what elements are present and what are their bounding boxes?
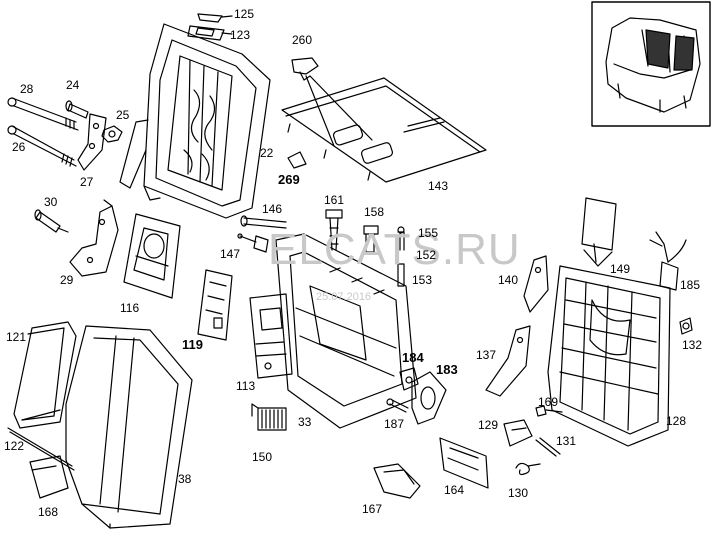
cover-plate-part — [281, 77, 487, 183]
part-label-140: 140 — [498, 273, 519, 287]
part-label-128: 128 — [666, 414, 687, 428]
part-label-164: 164 — [444, 483, 465, 497]
part-137 — [485, 325, 531, 397]
clip-parts — [187, 13, 233, 41]
part-label-33: 33 — [298, 415, 312, 429]
bracket-parts — [77, 113, 123, 171]
part-label-147: 147 — [220, 247, 241, 261]
part-label-132: 132 — [682, 338, 703, 352]
long-bolts — [7, 97, 79, 167]
part-131 — [535, 437, 561, 457]
part-168 — [29, 455, 69, 499]
part-38 — [65, 325, 193, 529]
part-30 — [34, 209, 69, 233]
part-label-183: 183 — [436, 362, 458, 377]
part-label-30: 30 — [44, 195, 58, 209]
part-label-152: 152 — [416, 248, 437, 262]
seat-base-frame-part — [275, 233, 417, 429]
part-150 — [251, 403, 287, 431]
part-161 — [325, 209, 343, 251]
part-label-22: 22 — [260, 146, 274, 160]
part-24 — [65, 100, 89, 119]
part-269 — [287, 151, 307, 169]
part-label-125: 125 — [234, 7, 255, 21]
part-label-119: 119 — [182, 337, 203, 352]
part-label-158: 158 — [364, 205, 385, 219]
part-label-167: 167 — [362, 502, 383, 516]
part-label-143: 143 — [428, 179, 449, 193]
part-132 — [679, 317, 693, 335]
part-label-161: 161 — [324, 193, 345, 207]
part-label-38: 38 — [178, 472, 192, 486]
part-121 — [13, 321, 77, 429]
part-label-130: 130 — [508, 486, 529, 500]
part-158 — [363, 225, 379, 253]
part-label-155: 155 — [418, 226, 439, 240]
part-29 — [69, 199, 119, 277]
part-label-116: 116 — [120, 301, 140, 315]
watermark-date: 25.07.2016 — [316, 291, 372, 303]
overview-inset — [591, 1, 711, 127]
part-label-187: 187 — [384, 417, 405, 431]
part-label-169: 169 — [538, 395, 559, 409]
part-label-122: 122 — [4, 439, 25, 453]
part-label-28: 28 — [20, 82, 34, 96]
part-167 — [373, 463, 421, 499]
part-label-149: 149 — [610, 262, 631, 276]
part-140 — [523, 255, 549, 313]
part-label-24: 24 — [66, 78, 80, 92]
part-149 — [581, 197, 617, 267]
part-label-131: 131 — [556, 434, 577, 448]
part-label-150: 150 — [252, 450, 273, 464]
parts-152-155-153 — [397, 226, 405, 287]
part-187 — [386, 398, 409, 413]
part-label-184: 184 — [402, 350, 424, 365]
part-116 — [123, 213, 181, 299]
part-label-269: 269 — [278, 172, 300, 187]
part-113 — [249, 293, 293, 379]
part-label-137: 137 — [476, 348, 497, 362]
parts-183-184 — [399, 367, 447, 425]
part-164 — [439, 437, 489, 489]
part-label-29: 29 — [60, 273, 74, 287]
part-label-146: 146 — [262, 202, 283, 216]
part-label-113: 113 — [236, 379, 256, 393]
part-label-123: 123 — [230, 28, 251, 42]
part-label-27: 27 — [80, 175, 94, 189]
part-128 — [547, 265, 671, 447]
part-label-185: 185 — [680, 278, 701, 292]
part-label-168: 168 — [38, 505, 59, 519]
part-119 — [197, 269, 233, 341]
part-label-153: 153 — [412, 273, 433, 287]
part-label-260: 260 — [292, 33, 313, 47]
part-169 — [535, 405, 563, 417]
bolts-146-147 — [237, 215, 287, 253]
part-label-129: 129 — [478, 418, 499, 432]
backrest-frame-part — [119, 23, 271, 219]
part-185 — [649, 231, 687, 291]
watermark-site: ELCATS.RU — [268, 225, 521, 274]
part-260 — [291, 57, 373, 147]
part-label-26: 26 — [12, 140, 26, 154]
part-label-121: 121 — [6, 330, 27, 344]
part-label-25: 25 — [116, 108, 130, 122]
part-129 — [503, 419, 533, 447]
part-130 — [515, 462, 541, 476]
